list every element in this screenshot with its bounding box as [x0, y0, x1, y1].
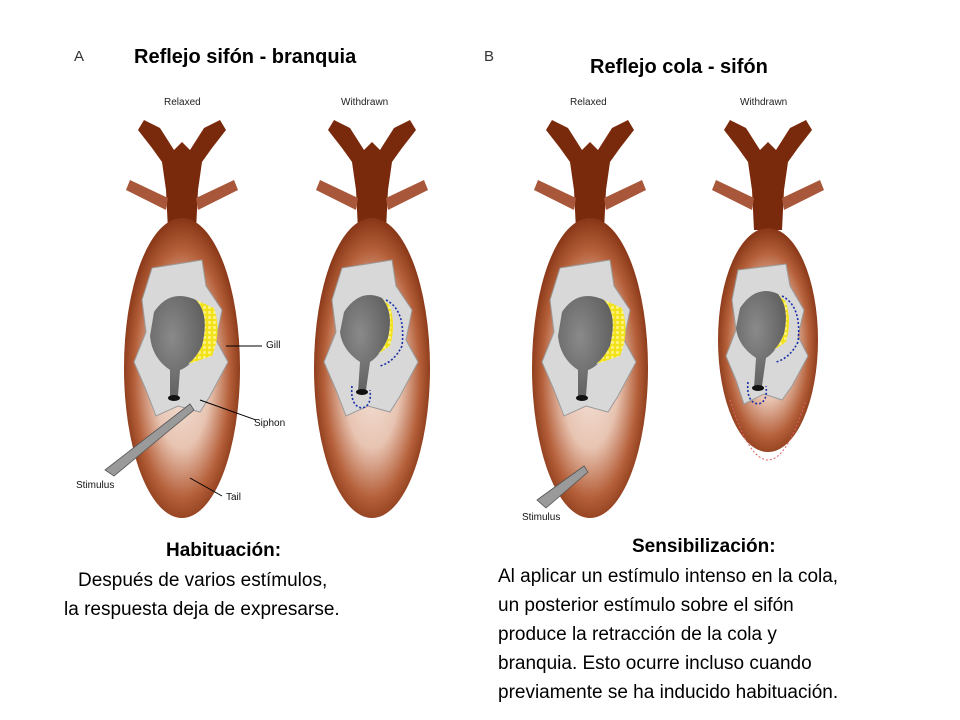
panel-b-relaxed-label: Relaxed: [570, 97, 607, 108]
panel-a-stimulus-label: Stimulus: [76, 480, 115, 491]
panel-b-caption-line: previamente se ha inducido habituación.: [498, 682, 839, 703]
panel-a-caption-heading: Habituación:: [166, 540, 282, 561]
panel-a-withdrawn-label: Withdrawn: [341, 97, 389, 108]
stimulus-probe-siphon: [104, 403, 195, 477]
panel-b-letter: B: [484, 48, 495, 65]
panel-a-withdrawn-slug: [313, 119, 431, 519]
panel-b-relaxed-slug: [531, 119, 649, 519]
panel-a-caption-line: la respuesta deja de expresarse.: [64, 599, 340, 620]
panel-b-withdrawn-slug: [712, 120, 824, 461]
gill-label: Gill: [266, 340, 281, 351]
panel-a-letter: A: [74, 48, 85, 65]
tail-original-outline: [729, 399, 807, 461]
panel-a-relaxed-label: Relaxed: [164, 97, 201, 108]
panel-b-caption-line: Al aplicar un estímulo intenso en la col…: [498, 566, 839, 587]
tail-leader: [189, 477, 223, 497]
panel-b-caption-line: branquia. Esto ocurre incluso cuando: [498, 653, 812, 674]
panel-b-withdrawn-label: Withdrawn: [740, 97, 788, 108]
panel-b-caption-line: produce la retracción de la cola y: [498, 624, 777, 645]
panel-b-caption-heading: Sensibilización:: [632, 536, 776, 557]
siphon-leader: [199, 399, 257, 421]
panel-a-relaxed-slug: [123, 119, 241, 519]
panel-b-stimulus-label: Stimulus: [522, 512, 561, 523]
panel-b-title: Reflejo cola - sifón: [590, 56, 768, 78]
panel-a-title: Reflejo sifón - branquia: [134, 46, 357, 68]
stimulus-probe-tail: [536, 465, 589, 509]
panel-a-caption-line: Después de varios estímulos,: [78, 570, 328, 591]
panel-b-caption-line: un posterior estímulo sobre el sifón: [498, 595, 794, 616]
siphon-label: Siphon: [254, 418, 286, 429]
tail-label: Tail: [226, 492, 242, 503]
